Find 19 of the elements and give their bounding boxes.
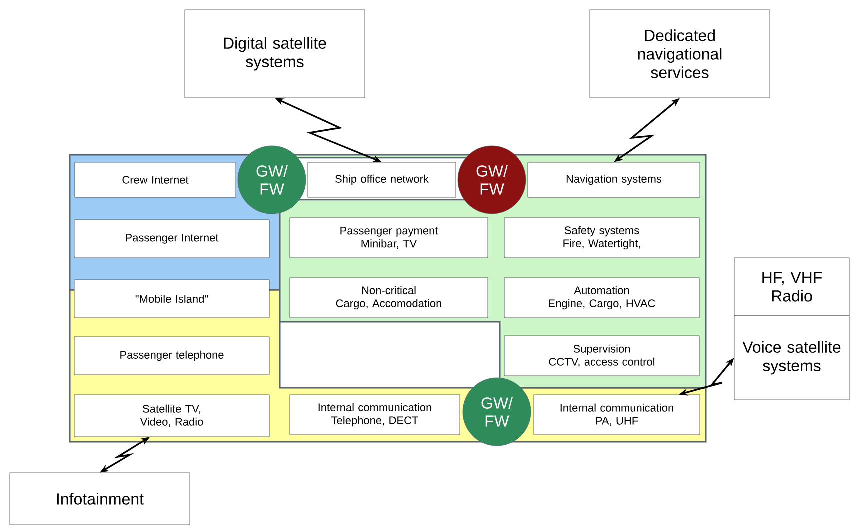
system-box: Passenger telephone [74,336,270,376]
system-box: Crew Internet [74,162,236,198]
system-box: Navigation systems [528,162,700,198]
service-box: HF, VHF Radio [734,258,850,316]
service-box: Infotainment [10,472,190,526]
system-box: Automation Engine, Cargo, HVAC [504,278,700,318]
system-box: Internal communication PA, UHF [534,394,700,436]
service-box: Voice satellite systems [734,316,850,400]
system-box: Passenger payment Minibar, TV [290,218,488,258]
system-box: Non-critical Cargo, Accomodation [290,278,488,318]
service-box: Dedicated navigational services [590,10,770,98]
system-box: Passenger Internet [74,220,270,258]
system-box: Ship office network [308,162,456,198]
system-box: Satellite TV, Video, Radio [74,394,270,438]
system-box: Safety systems Fire, Watertight, [504,218,700,258]
system-box: Internal communication Telephone, DECT [290,394,460,436]
system-box: Supervision CCTV, access control [504,336,700,376]
service-box: Digital satellite systems [184,10,366,98]
system-box: "Mobile Island" [74,280,270,318]
